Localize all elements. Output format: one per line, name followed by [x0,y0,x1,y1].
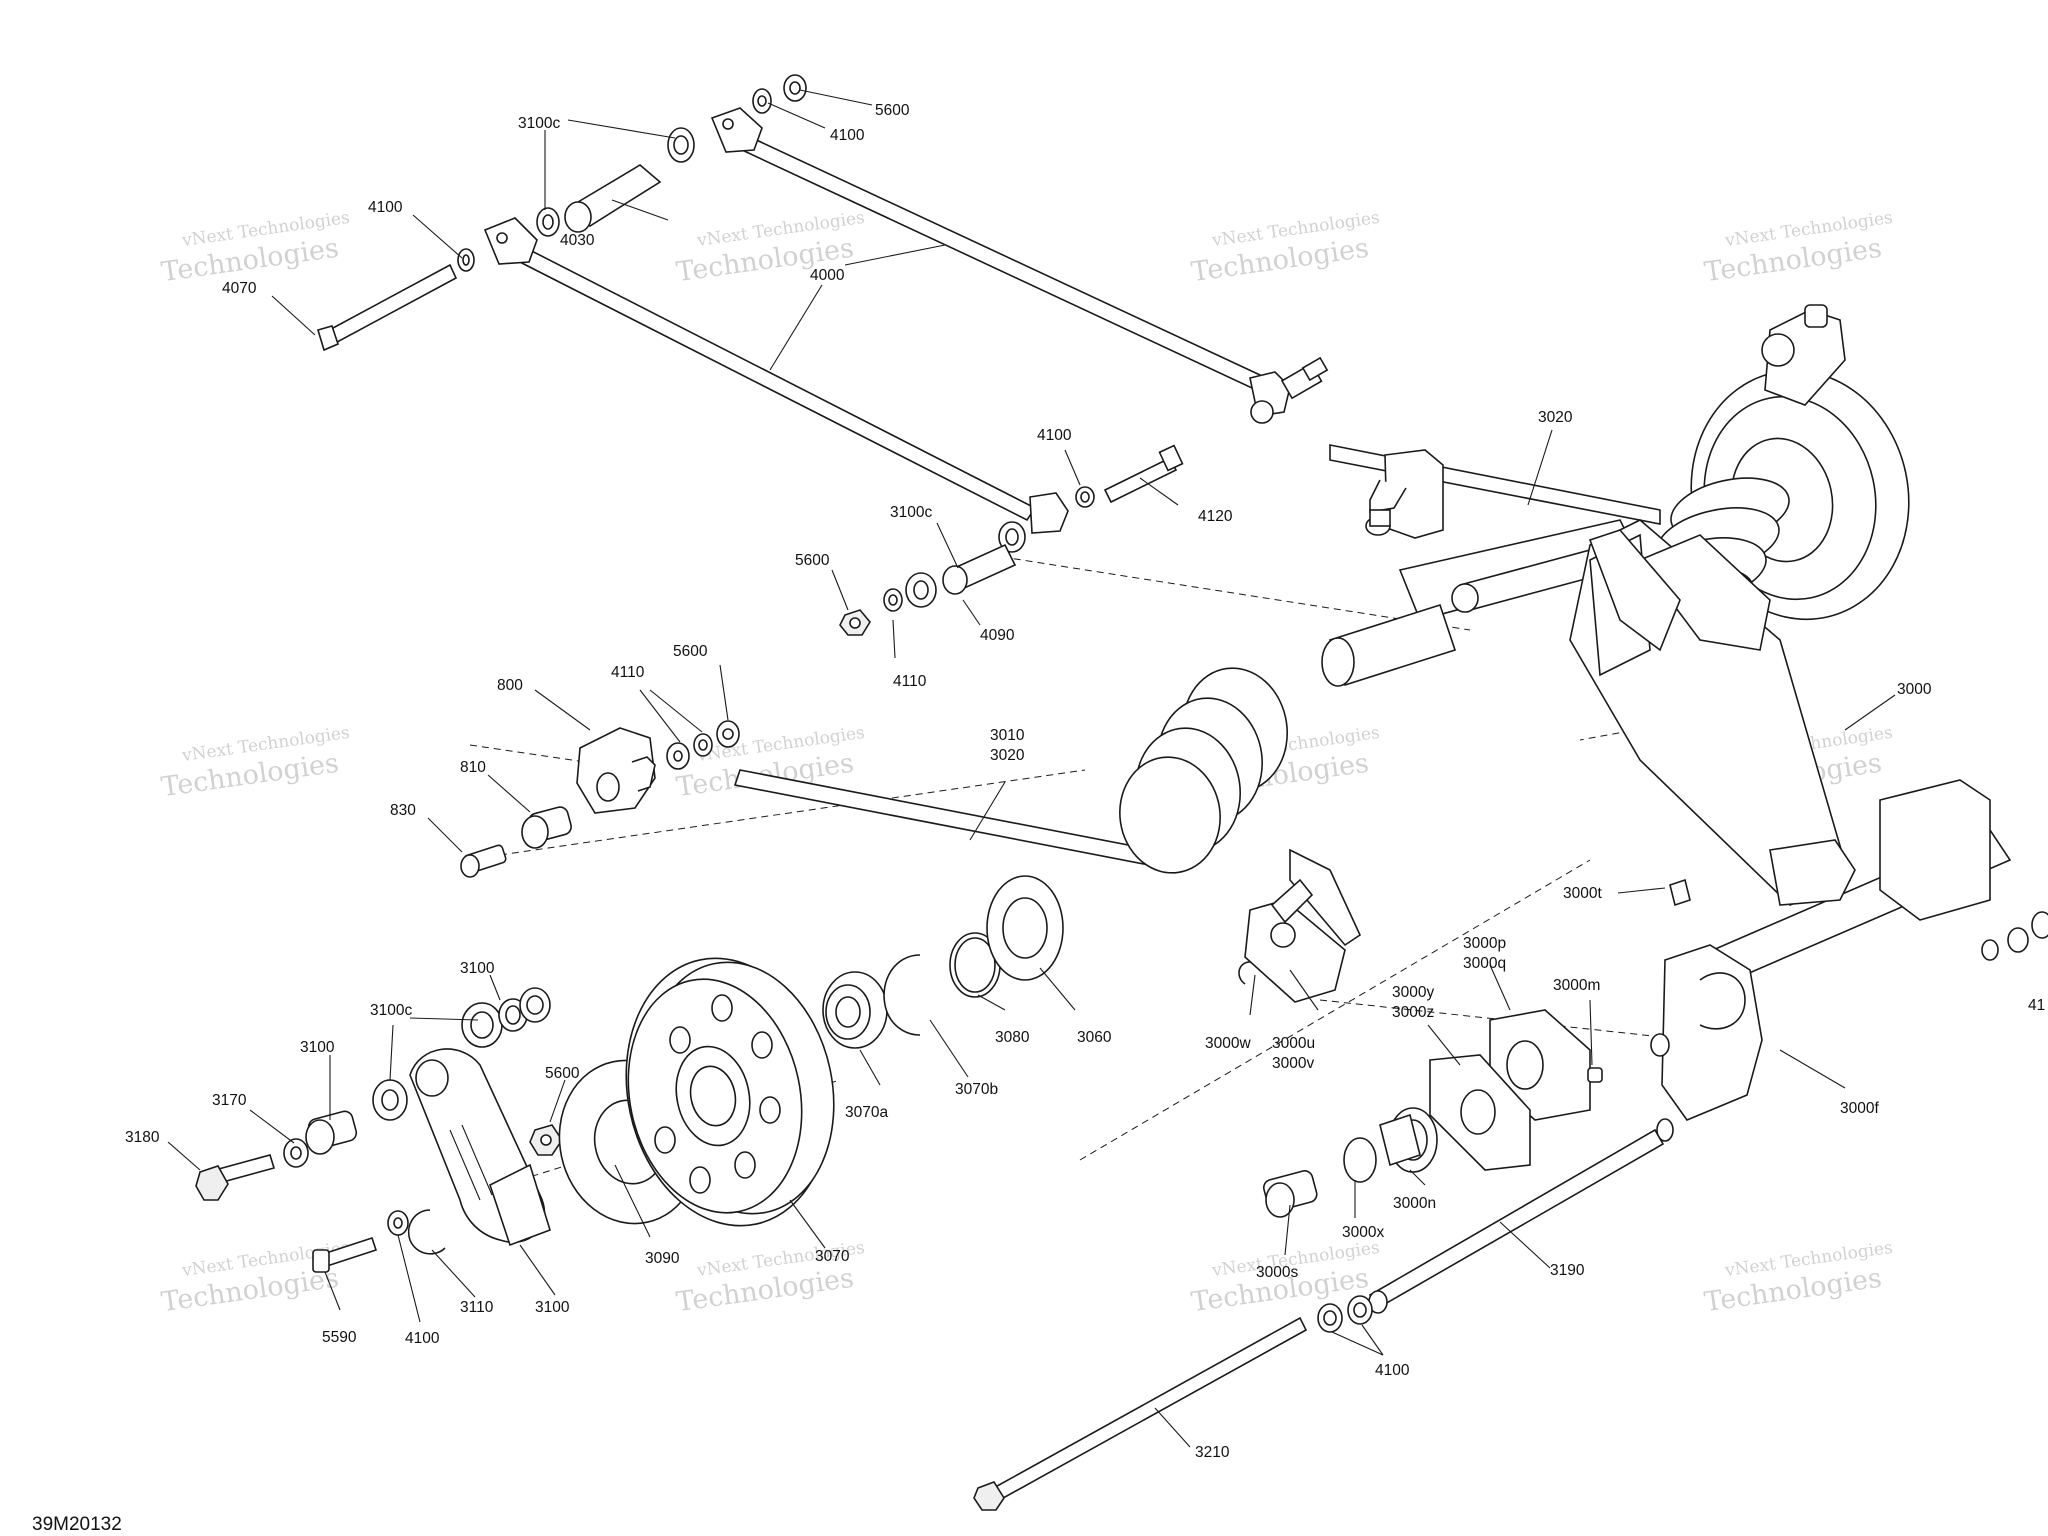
lower-arm-3100 [195,987,563,1273]
callout-label: 3000v [1272,1055,1314,1072]
callout-label: 3000w [1205,1035,1251,1052]
upper-hardware [317,74,1184,636]
callout-label: 800 [497,677,523,694]
callout-label: 3100 [300,1039,335,1056]
callout-label: 5600 [795,552,830,569]
bracket-3000u [1238,878,1346,1003]
callout-label: 3100c [370,1002,412,1019]
callout-label: 3000s [1256,1264,1298,1281]
rear-arm-3020 [1329,444,1661,539]
watermark: vNext Technologies Technologies [1702,208,1894,288]
callout-label: 3100 [460,960,495,977]
callout-label: 4110 [893,673,927,690]
callout-label: 3090 [645,1250,680,1267]
callout-label: 3020 [990,747,1025,764]
callout-label: 3000f [1840,1100,1879,1117]
watermark: vNext Technologies Technologies [159,208,351,288]
callout-label: 3020 [1538,409,1573,426]
callout-label: 3000t [1563,885,1602,902]
callout-label: 3100c [890,504,932,521]
callout-label: 3060 [1077,1029,1112,1046]
torsion-spring [733,667,1362,947]
callout-label: 3080 [995,1029,1030,1046]
leader-lines [167,89,1896,1448]
figure-id: 39M20132 [32,1514,122,1535]
callout-label: 4110 [611,664,645,681]
right-edge-hardware [1981,911,2048,961]
callout-label: 3070 [815,1248,850,1265]
callout-label: 4100 [1037,427,1072,444]
main-frame-3000 [1321,304,2012,1142]
callout-label: 830 [390,802,416,819]
watermark: vNext Technologies Technologies [1702,1238,1894,1318]
block-800 [460,720,740,878]
lower-rods [973,1128,1665,1511]
callout-label: 3170 [212,1092,247,1109]
callout-label: 3000u [1272,1035,1315,1052]
callout-label: 810 [460,759,486,776]
housing-3000p [1262,878,1691,1218]
upper-link-rods [483,107,1329,534]
callout-label: 41 [2028,997,2045,1014]
callout-label: 4000 [810,267,845,284]
watermark: vNext Technologies Technologies [159,723,351,803]
callout-label: 4070 [222,280,257,297]
callout-label: 3100 [535,1299,570,1316]
callout-label: 3010 [990,727,1025,744]
callout-label: 5600 [673,643,708,660]
callout-label: 3000q [1463,955,1506,972]
callout-label: 3000z [1392,1004,1434,1021]
callout-label: 3000y [1392,984,1434,1001]
callout-label: 3190 [1550,1262,1585,1279]
callout-label: 4100 [1375,1362,1410,1379]
callout-label: 3000x [1342,1224,1384,1241]
callout-label: 3000n [1393,1195,1436,1212]
callout-label: 3000p [1463,935,1506,952]
callout-label: 3210 [1195,1444,1230,1461]
wheel-3070 [558,875,1064,1227]
callout-label: 3000m [1553,977,1600,994]
watermark: vNext Technologies Technologies [1189,208,1381,288]
callout-labels: 5600 4100 3100c 4100 4030 4070 4000 3020… [125,102,2045,1461]
callout-label: 5600 [875,102,910,119]
callout-label: 3180 [125,1129,160,1146]
callout-label: 3110 [460,1299,494,1316]
callout-label: 3000 [1897,681,1932,698]
callout-label: 4100 [405,1330,440,1347]
callout-label: 3100c [518,115,560,132]
callout-label: 5600 [545,1065,580,1082]
callout-label: 4100 [368,199,403,216]
callout-label: 4090 [980,627,1015,644]
callout-label: 5590 [322,1329,357,1346]
callout-label: 3070b [955,1081,998,1098]
callout-label: 4030 [560,232,595,249]
callout-label: 4100 [830,127,865,144]
callout-label: 3070a [845,1104,888,1121]
callout-label: 4120 [1198,508,1233,525]
